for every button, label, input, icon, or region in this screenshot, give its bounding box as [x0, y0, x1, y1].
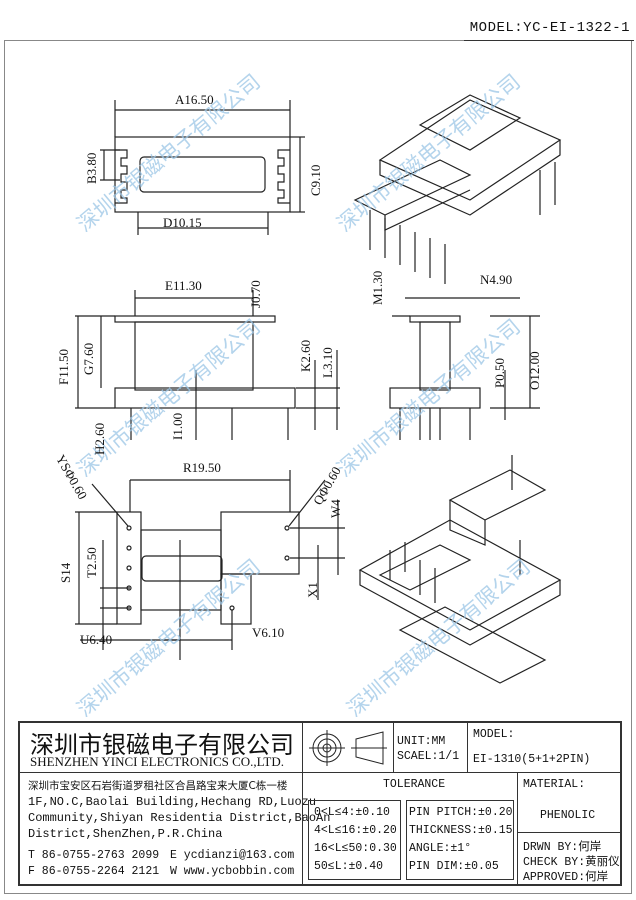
- company-cell: 深圳市银磁电子有限公司 SHENZHEN YINCI ELECTRONICS C…: [19, 722, 303, 773]
- unit: UNIT:MM: [397, 735, 446, 748]
- tolerance-cell: TOLERANCE 0<L≤4:±0.10 4<L≤16:±0.20 16<L≤…: [302, 772, 518, 885]
- dim-a: A16.50: [175, 92, 214, 107]
- unit-scale-cell: UNIT:MM SCAEL:1/1: [393, 722, 468, 773]
- email[interactable]: E ycdianzi@163.com: [170, 849, 295, 862]
- dim-m: M1.30: [370, 270, 385, 305]
- model-value: EI-1310(5+1+2PIN): [473, 753, 591, 766]
- dim-d: D10.15: [163, 215, 202, 230]
- company-name-cn: 深圳市银磁电子有限公司: [30, 731, 294, 759]
- top-view: [100, 100, 305, 235]
- address-en-line: District,ShenZhen,P.R.China: [28, 827, 223, 841]
- material-value: PHENOLIC: [540, 809, 596, 822]
- material-label: MATERIAL:: [523, 778, 586, 791]
- tolerance-spec: THICKNESS:±0.15: [409, 824, 513, 837]
- dim-o: O12.00: [527, 351, 542, 390]
- front-view: [75, 290, 340, 440]
- approval-cell: DRWN BY:何岸 CHECK BY:黄丽仪 APPROVED:何岸: [517, 832, 621, 885]
- tolerance-spec-box: PIN PITCH:±0.20 THICKNESS:±0.15 ANGLE:±1…: [406, 800, 514, 880]
- dim-u: U6.40: [80, 632, 113, 647]
- tolerance-range: 16<L≤50:0.30: [314, 842, 397, 855]
- projection-symbol: [302, 722, 394, 773]
- dim-k: K2.60: [298, 339, 313, 372]
- telephone: T 86-0755-2763 2099: [28, 849, 160, 862]
- dim-l: L3.10: [320, 347, 335, 378]
- checked-by: CHECK BY:黄丽仪: [523, 856, 620, 869]
- dim-j: J0.70: [248, 280, 263, 308]
- dim-c: C9.10: [308, 164, 323, 196]
- model-label: MODEL:: [473, 728, 515, 741]
- address-cn: 深圳市宝安区石岩街道罗租社区合昌路宝来大厦C栋一楼: [28, 780, 288, 792]
- model-cell: MODEL: EI-1310(5+1+2PIN): [467, 722, 621, 773]
- tolerance-title: TOLERANCE: [383, 778, 446, 791]
- dim-w: W4: [328, 499, 343, 518]
- tolerance-range: 4<L≤16:±0.20: [314, 824, 397, 837]
- isometric-view-bottom: [358, 455, 562, 684]
- address-en-line: Community,Shiyan Residentia District,Bao…: [28, 811, 331, 825]
- dim-f: F11.50: [56, 349, 71, 385]
- dim-n: N4.90: [480, 272, 513, 287]
- tolerance-range-box: 0<L≤4:±0.10 4<L≤16:±0.20 16<L≤50:0.30 50…: [308, 800, 401, 880]
- technical-drawing: [75, 94, 562, 684]
- tolerance-range: 50≤L:±0.40: [314, 860, 384, 873]
- isometric-view-top: [353, 94, 562, 284]
- dim-t: T2.50: [84, 547, 99, 578]
- dim-v: V6.10: [252, 625, 285, 640]
- tolerance-spec: PIN DIM:±0.05: [409, 860, 499, 873]
- dim-s: S14: [58, 562, 73, 583]
- dim-h: H2.60: [92, 422, 107, 455]
- scale: SCAEL:1/1: [397, 750, 460, 763]
- title-block: 深圳市银磁电子有限公司 SHENZHEN YINCI ELECTRONICS C…: [18, 721, 622, 886]
- dim-p: P0.50: [492, 358, 507, 388]
- material-cell: MATERIAL: PHENOLIC: [517, 772, 621, 833]
- approved-by: APPROVED:何岸: [523, 871, 609, 884]
- model-underline: [464, 40, 634, 41]
- tolerance-spec: PIN PITCH:±0.20: [409, 806, 513, 819]
- website[interactable]: W www.ycbobbin.com: [170, 865, 295, 878]
- address-en-line: 1F,NO.C,Baolai Building,Hechang RD,Luozu: [28, 795, 317, 809]
- dim-r: R19.50: [183, 460, 221, 475]
- drawing-model-number: MODEL:YC-EI-1322-1: [469, 20, 630, 36]
- company-name-en: SHENZHEN YINCI ELECTRONICS CO.,LTD.: [30, 754, 284, 769]
- drawn-by: DRWN BY:何岸: [523, 841, 602, 854]
- dim-g: G7.60: [81, 342, 96, 375]
- dim-b: B3.80: [84, 152, 99, 184]
- dim-x: X1: [305, 582, 320, 598]
- address-cell: 深圳市宝安区石岩街道罗租社区合昌路宝来大厦C栋一楼 1F,NO.C,Baolai…: [19, 772, 330, 885]
- tolerance-spec: ANGLE:±1°: [409, 842, 472, 855]
- dim-e: E11.30: [165, 278, 202, 293]
- bottom-view: [75, 470, 345, 660]
- tolerance-range: 0<L≤4:±0.10: [314, 806, 390, 819]
- drawing-frame: [4, 40, 632, 894]
- side-view: [389, 297, 540, 440]
- dim-i: I1.00: [170, 412, 185, 440]
- fax: F 86-0755-2264 2121: [28, 865, 160, 878]
